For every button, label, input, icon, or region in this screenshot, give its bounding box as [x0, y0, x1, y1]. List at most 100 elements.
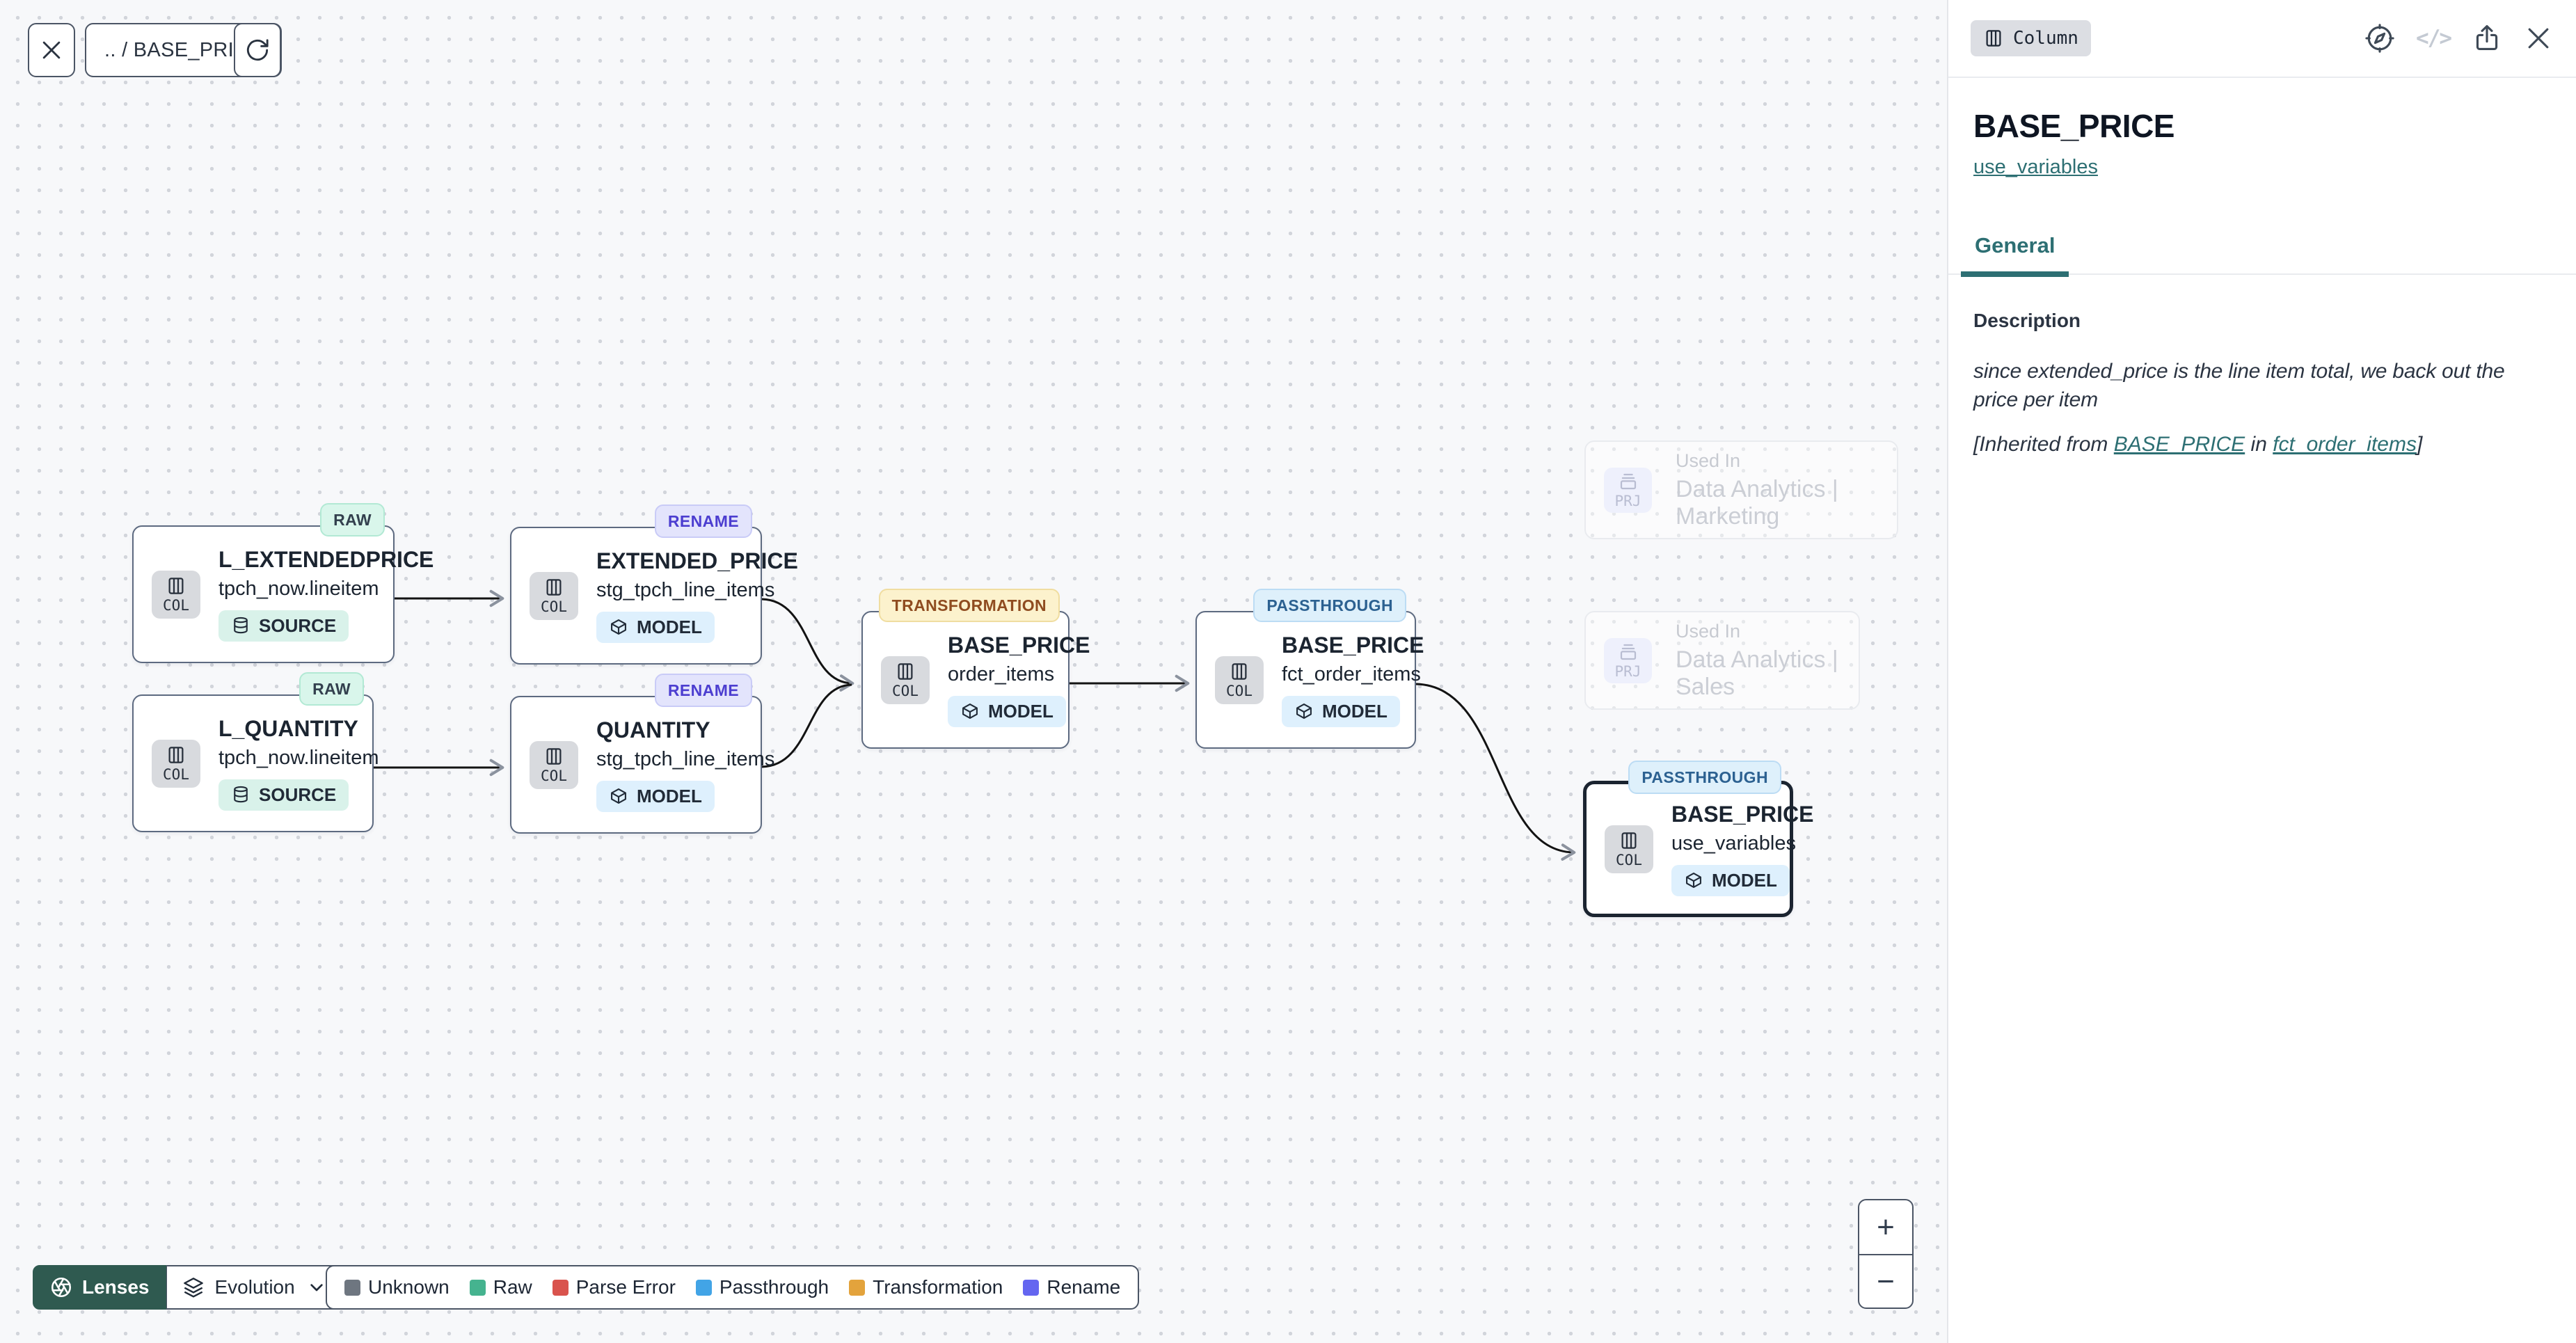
- project-name: Data Analytics | Marketing: [1676, 475, 1838, 530]
- evolution-badge: RENAME: [654, 504, 752, 538]
- node-title: L_EXTENDEDPRICE: [218, 547, 434, 573]
- panel-tabs: General: [1948, 233, 2576, 277]
- close-panel-button[interactable]: [2523, 23, 2554, 54]
- legend-item-raw: Raw: [469, 1276, 532, 1298]
- chip-label: PRJ: [1614, 662, 1641, 680]
- node-subtitle: stg_tpch_line_items: [596, 578, 775, 601]
- transformation-swatch: [849, 1279, 866, 1296]
- legend-label: Transformation: [873, 1276, 1003, 1298]
- node-base-price-order-items[interactable]: TRANSFORMATION COL BASE_PRICE order_item…: [861, 589, 1090, 749]
- legend-item-unknown: Unknown: [344, 1276, 450, 1298]
- unknown-swatch: [344, 1279, 360, 1296]
- node-title: EXTENDED_PRICE: [596, 548, 798, 574]
- inherited-middle: in: [2245, 432, 2273, 456]
- node-l-quantity[interactable]: RAW COL L_QUANTITY tpch_now.lineitem SOU…: [132, 672, 379, 832]
- chip-label: COL: [1616, 851, 1642, 868]
- pill-label: MODEL: [988, 700, 1054, 722]
- project-icon: [1620, 473, 1636, 489]
- columns-icon: [1621, 832, 1637, 849]
- evolution-legend: Unknown Raw Parse Error Passthrough Tran…: [326, 1265, 1140, 1310]
- legend-label: Raw: [493, 1276, 532, 1298]
- column-chip: COL: [530, 740, 578, 789]
- compass-icon: [2365, 24, 2394, 53]
- legend-label: Passthrough: [719, 1276, 829, 1298]
- tab-general[interactable]: General: [1961, 233, 2069, 277]
- model-pill: MODEL: [1671, 864, 1790, 896]
- column-chip: COL: [152, 570, 200, 619]
- pill-label: MODEL: [1322, 700, 1388, 722]
- chip-label: COL: [541, 598, 567, 615]
- edge-fctorderitems-usevariables: [1415, 683, 1576, 861]
- inherited-suffix: ]: [2416, 432, 2423, 456]
- lineage-edges: [374, 589, 1576, 861]
- node-title: BASE_PRICE: [1282, 633, 1424, 658]
- pill-label: MODEL: [637, 616, 702, 637]
- lenses-label: Lenses: [82, 1276, 150, 1298]
- evolution-badge: PASSTHROUGH: [1628, 761, 1781, 794]
- parse-error-swatch: [552, 1279, 569, 1296]
- node-subtitle: stg_tpch_line_items: [596, 747, 775, 770]
- project-chip: PRJ: [1604, 637, 1652, 683]
- ghost-node-used-in-marketing[interactable]: PRJ Used In Data Analytics | Marketing: [1584, 440, 1898, 539]
- source-pill: SOURCE: [218, 610, 349, 642]
- refresh-button[interactable]: [234, 23, 281, 77]
- description-heading: Description: [1973, 310, 2081, 331]
- refresh-icon: [246, 39, 269, 61]
- zoom-controls: + −: [1858, 1199, 1914, 1309]
- chevron-down-icon: [310, 1284, 323, 1292]
- pill-label: MODEL: [637, 785, 702, 806]
- chip-label: COL: [1226, 682, 1253, 699]
- details-panel: Column </> BASE_PRICE use_variables Gene…: [1947, 0, 2576, 1343]
- node-extended-price[interactable]: RENAME COL EXTENDED_PRICE stg_tpch_line_…: [510, 504, 798, 665]
- column-chip: COL: [881, 655, 930, 704]
- inherited-from-line: [Inherited from BASE_PRICE in fct_order_…: [1973, 433, 2551, 456]
- node-subtitle: order_items: [948, 662, 1055, 685]
- share-button[interactable]: [2472, 23, 2502, 54]
- evolution-badge: TRANSFORMATION: [878, 589, 1060, 622]
- project-name: Data Analytics | Sales: [1676, 646, 1838, 700]
- ghost-node-used-in-sales[interactable]: PRJ Used In Data Analytics | Sales: [1584, 611, 1860, 710]
- node-base-price-use-variables[interactable]: PASSTHROUGH COL BASE_PRICE use_variables…: [1583, 761, 1814, 917]
- zoom-in-button[interactable]: +: [1877, 1209, 1895, 1244]
- columns-icon: [546, 578, 562, 596]
- edge-extendedprice-orderitems: [761, 598, 854, 692]
- node-title: L_QUANTITY: [218, 716, 358, 742]
- node-l-extendedprice[interactable]: RAW COL L_EXTENDEDPRICE tpch_now.lineite…: [132, 503, 434, 663]
- cube-icon: [611, 788, 626, 804]
- panel-header-actions: </>: [2364, 23, 2554, 54]
- evolution-badge: PASSTHROUGH: [1253, 589, 1406, 622]
- used-in-label: Used In: [1676, 620, 1741, 642]
- lens-selector-dropdown[interactable]: Evolution: [166, 1265, 344, 1310]
- model-link[interactable]: use_variables: [1973, 156, 2098, 178]
- column-chip: COL: [1605, 825, 1653, 873]
- evolution-badge: RAW: [320, 503, 385, 537]
- column-chip: COL: [152, 739, 200, 788]
- node-subtitle: tpch_now.lineitem: [218, 577, 379, 600]
- zoom-out-button[interactable]: −: [1859, 1254, 1912, 1308]
- columns-icon: [168, 577, 184, 594]
- database-icon: [234, 786, 248, 803]
- edge-quantity-orderitems: [761, 683, 852, 768]
- model-pill: MODEL: [596, 780, 715, 812]
- entity-type-label: Column: [2013, 28, 2078, 49]
- node-base-price-fct-order-items[interactable]: PASSTHROUGH COL BASE_PRICE fct_order_ite…: [1195, 589, 1424, 749]
- chip-label: COL: [163, 765, 189, 783]
- chip-label: COL: [541, 767, 567, 784]
- node-subtitle: tpch_now.lineitem: [218, 746, 379, 769]
- node-subtitle: use_variables: [1671, 832, 1796, 855]
- node-quantity[interactable]: RENAME COL QUANTITY stg_tpch_line_items …: [510, 674, 774, 834]
- legend-item-rename: Rename: [1023, 1276, 1120, 1298]
- lenses-button[interactable]: Lenses: [33, 1265, 166, 1310]
- inherited-column-link[interactable]: BASE_PRICE: [2113, 432, 2245, 456]
- inherited-model-link[interactable]: fct_order_items: [2273, 432, 2417, 456]
- layers-icon: [183, 1278, 203, 1298]
- view-code-button[interactable]: </>: [2416, 26, 2452, 51]
- model-pill: MODEL: [948, 695, 1066, 727]
- close-lineage-button[interactable]: [28, 23, 75, 77]
- description-text: since extended_price is the line item to…: [1973, 360, 2505, 412]
- chip-label: COL: [163, 596, 189, 614]
- lens-controls: Lenses Evolution: [33, 1265, 344, 1310]
- lineage-canvas[interactable]: .. / BASE_PRICE RAW COL L_EXTENDEDPRICE …: [0, 0, 1947, 1343]
- explore-lineage-button[interactable]: [2364, 23, 2395, 54]
- entity-type-badge: Column: [1971, 20, 2091, 56]
